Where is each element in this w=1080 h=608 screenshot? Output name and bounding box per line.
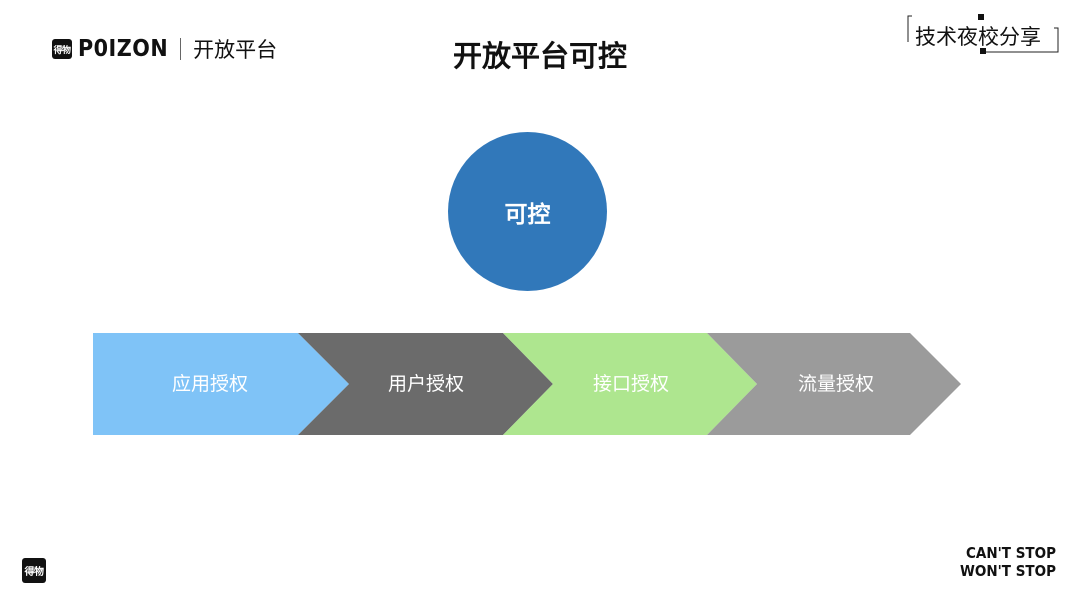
page-title: 开放平台可控 [452, 39, 627, 73]
brand-logo-mark: 得物 [52, 39, 72, 59]
flow-step-3-label: 接口授权 [592, 373, 669, 395]
flow-step-2-label: 用户授权 [387, 373, 464, 395]
flow-step-1 [93, 333, 349, 435]
share-tag-label: 技术夜校分享 [915, 25, 1041, 49]
brand: 得物 P0IZON 开放平台 [52, 36, 277, 62]
brand-subtitle: 开放平台 [193, 38, 278, 62]
share-tag-frame [907, 14, 1059, 54]
flow-step-1-label: 应用授权 [171, 373, 248, 395]
flow-step-4 [707, 333, 961, 435]
center-circle: 可控 [448, 132, 607, 291]
flow-step-4-label: 流量授权 [797, 373, 874, 395]
slogan-line-2: WON'T STOP [960, 562, 1056, 580]
flow-step-3 [503, 333, 757, 435]
flow-step-2 [298, 333, 553, 435]
slogan: CAN'T STOP WON'T STOP [960, 544, 1056, 580]
center-circle-label: 可控 [504, 201, 551, 228]
slogan-line-1: CAN'T STOP [966, 544, 1056, 562]
brand-wordmark: P0IZON [78, 36, 169, 62]
share-tag: 技术夜校分享 [906, 14, 1060, 54]
brand-divider [180, 38, 182, 60]
footer-logo: 得物 [22, 558, 46, 583]
